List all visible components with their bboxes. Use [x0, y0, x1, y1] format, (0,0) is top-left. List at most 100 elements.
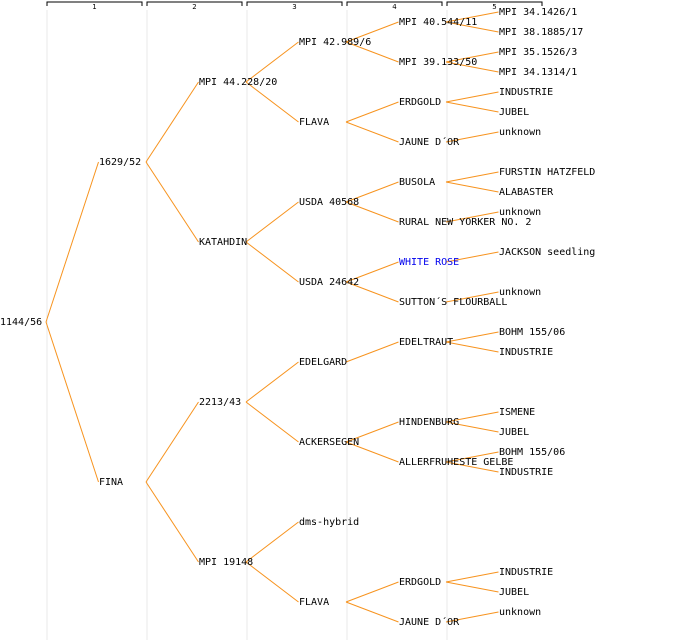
pedigree-node: EDELGARD: [299, 357, 347, 368]
pedigree-node: FURSTIN HATZFELD: [499, 167, 595, 178]
pedigree-edge: [245, 241, 299, 283]
pedigree-node: MPI 42.989/6: [299, 37, 371, 48]
pedigree-edge: [245, 561, 299, 603]
pedigree-node: EDELTRAUT: [399, 337, 453, 348]
generation-bracket: [146, 1, 243, 6]
generation-bracket: [246, 1, 343, 6]
pedigree-edge: [345, 601, 399, 623]
pedigree-node[interactable]: WHITE ROSE: [399, 257, 459, 268]
pedigree-node: RURAL NEW YORKER NO. 2: [399, 217, 531, 228]
pedigree-edges: [45, 11, 499, 623]
pedigree-edge: [445, 291, 499, 303]
pedigree-edge: [445, 181, 499, 193]
pedigree-node: ALLERFRUHESTE GELBE: [399, 457, 513, 468]
pedigree-node: 2213/43: [199, 397, 241, 408]
pedigree-node: unknown: [499, 127, 541, 138]
pedigree-node: MPI 39.133/50: [399, 57, 477, 68]
pedigree-edge: [445, 131, 499, 143]
pedigree-edge: [245, 81, 299, 123]
pedigree-edge: [345, 21, 399, 43]
pedigree-node: MPI 35.1526/3: [499, 47, 577, 58]
pedigree-edge: [445, 341, 499, 353]
pedigree-node: FINA: [99, 477, 123, 488]
pedigree-node: MPI 40.544/11: [399, 17, 477, 28]
pedigree-edge: [345, 181, 399, 203]
column-guides: [46, 10, 448, 640]
pedigree-edge: [445, 411, 499, 423]
pedigree-edge: [145, 81, 199, 163]
pedigree-edge: [345, 261, 399, 283]
pedigree-node: unknown: [499, 607, 541, 618]
pedigree-node: MPI 38.1885/17: [499, 27, 583, 38]
generation-number: 5: [492, 3, 496, 11]
pedigree-edge: [145, 481, 199, 563]
pedigree-node: KATAHDIN: [199, 237, 247, 248]
pedigree-edge: [445, 421, 499, 433]
pedigree-edge: [345, 281, 399, 303]
pedigree-node: ACKERSEGEN: [299, 437, 359, 448]
generation-bracket: [446, 1, 543, 6]
pedigree-node: INDUSTRIE: [499, 87, 553, 98]
pedigree-edge: [445, 251, 499, 263]
pedigree-node: JACKSON seedling: [499, 247, 595, 258]
pedigree-node: 1629/52: [99, 157, 141, 168]
pedigree-node: unknown: [499, 287, 541, 298]
pedigree-edge: [445, 451, 499, 463]
pedigree-edge: [345, 581, 399, 603]
pedigree-node: ERDGOLD: [399, 577, 441, 588]
pedigree-node: BOHM 155/06: [499, 447, 565, 458]
pedigree-node: MPI 44.228/20: [199, 77, 277, 88]
pedigree-edge: [445, 581, 499, 593]
pedigree-edge: [445, 331, 499, 343]
pedigree-node: ISMENE: [499, 407, 535, 418]
generation-header: 1 2 3 4 5: [46, 1, 543, 11]
pedigree-edge: [345, 121, 399, 143]
pedigree-node: JUBEL: [499, 587, 529, 598]
pedigree-node: 1144/56: [0, 317, 42, 328]
pedigree-node: ERDGOLD: [399, 97, 441, 108]
pedigree-edge: [245, 201, 299, 243]
pedigree-edge: [245, 41, 299, 83]
pedigree-edge: [345, 421, 399, 443]
pedigree-edge: [445, 11, 499, 23]
pedigree-edge: [245, 521, 299, 563]
pedigree-edge: [345, 201, 399, 223]
pedigree-edge: [345, 101, 399, 123]
pedigree-edge: [145, 161, 199, 243]
pedigree-node: JAUNE D´OR: [399, 136, 460, 148]
generation-bracket: [46, 1, 143, 6]
generation-number: 1: [92, 3, 96, 11]
pedigree-node: JUBEL: [499, 107, 529, 118]
pedigree-node: dms-hybrid: [299, 517, 359, 528]
pedigree-edge: [245, 361, 299, 403]
pedigree-edge: [445, 461, 499, 473]
pedigree-node: ALABASTER: [499, 187, 554, 198]
pedigree-edge: [445, 61, 499, 73]
pedigree-edge: [345, 341, 399, 363]
pedigree-edge: [245, 401, 299, 443]
pedigree-node: USDA 40568: [299, 197, 359, 208]
pedigree-node: MPI 19148: [199, 557, 253, 568]
pedigree-node: JAUNE D´OR: [399, 616, 460, 628]
pedigree-edge: [445, 611, 499, 623]
pedigree-edge: [445, 571, 499, 583]
generation-number: 2: [192, 3, 196, 11]
pedigree-edge: [345, 441, 399, 463]
pedigree-node: BUSOLA: [399, 177, 435, 188]
pedigree-node: INDUSTRIE: [499, 347, 553, 358]
generation-number: 4: [392, 3, 397, 11]
pedigree-node: BOHM 155/06: [499, 327, 565, 338]
pedigree-edge: [345, 41, 399, 63]
pedigree-edge: [45, 321, 99, 483]
pedigree-node: INDUSTRIE: [499, 467, 553, 478]
generation-number: 3: [292, 3, 296, 11]
pedigree-edge: [45, 161, 99, 323]
pedigree-node: INDUSTRIE: [499, 567, 553, 578]
pedigree-edge: [445, 91, 499, 103]
pedigree-node: JUBEL: [499, 427, 529, 438]
pedigree-node: unknown: [499, 207, 541, 218]
pedigree-node: HINDENBURG: [399, 417, 459, 428]
pedigree-node: FLAVA: [299, 597, 329, 608]
